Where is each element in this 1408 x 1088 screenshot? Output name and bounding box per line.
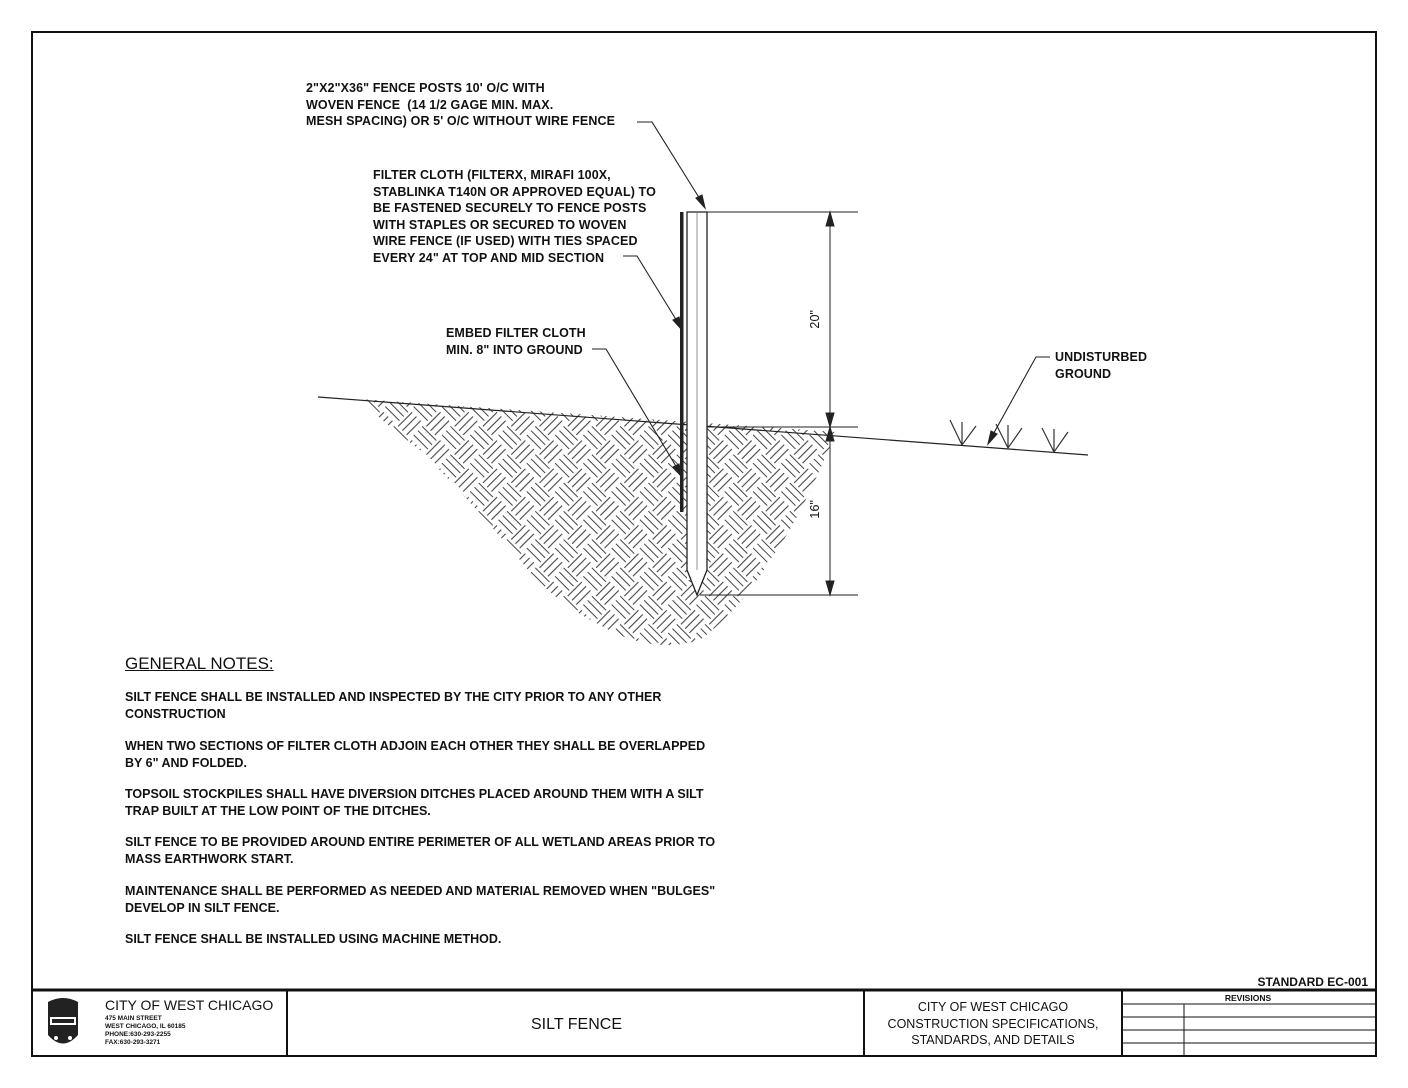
general-note: SILT FENCE TO BE PROVIDED AROUND ENTIRE … xyxy=(125,835,716,866)
address-line: WEST CHICAGO, IL 60185 xyxy=(105,1023,186,1030)
address-line: FAX:630-293-3271 xyxy=(105,1039,161,1046)
embed-filter-cloth-label: EMBED FILTER CLOTH MIN. 8" INTO GROUND xyxy=(446,326,586,357)
dimension-20-label: 20" xyxy=(808,309,823,329)
dimension-16-label: 16" xyxy=(808,499,823,519)
address-line: 475 MAIN STREET xyxy=(105,1015,162,1022)
undisturbed-ground-label: UNDISTURBED GROUND xyxy=(1055,350,1148,381)
standard-number: STANDARD EC-001 xyxy=(1257,975,1368,989)
city-address: 475 MAIN STREET WEST CHICAGO, IL 60185 P… xyxy=(105,1015,185,1047)
dimension-lines xyxy=(700,210,858,597)
city-seal-logo xyxy=(48,998,78,1044)
title-block-grid xyxy=(31,988,1377,1057)
specifications-title: CITY OF WEST CHICAGO CONSTRUCTION SPECIF… xyxy=(887,1000,1099,1047)
drawing-sheet-border xyxy=(31,31,1377,1057)
general-note: SILT FENCE SHALL BE INSTALLED USING MACH… xyxy=(125,932,502,946)
general-notes-title: GENERAL NOTES: xyxy=(125,654,274,673)
filter-cloth xyxy=(680,212,684,512)
revisions-header: REVISIONS xyxy=(1224,993,1272,1003)
sheet-title: SILT FENCE xyxy=(531,1016,622,1033)
leader-lines xyxy=(592,121,1050,479)
city-name: CITY OF WEST CHICAGO xyxy=(105,997,274,1013)
general-note: TOPSOIL STOCKPILES SHALL HAVE DIVERSION … xyxy=(125,787,704,818)
general-note: WHEN TWO SECTIONS OF FILTER CLOTH ADJOIN… xyxy=(125,739,706,770)
address-line: PHONE:630-293-2255 xyxy=(105,1031,171,1038)
grass-tufts xyxy=(949,419,1069,454)
filter-cloth-label: FILTER CLOTH (FILTERX, MIRAFI 100X, STAB… xyxy=(373,168,656,265)
fence-posts-label: 2"X2"X36" FENCE POSTS 10' O/C WITH WOVEN… xyxy=(306,81,616,128)
general-note: MAINTENANCE SHALL BE PERFORMED AS NEEDED… xyxy=(125,884,716,915)
general-note: SILT FENCE SHALL BE INSTALLED AND INSPEC… xyxy=(125,690,662,721)
